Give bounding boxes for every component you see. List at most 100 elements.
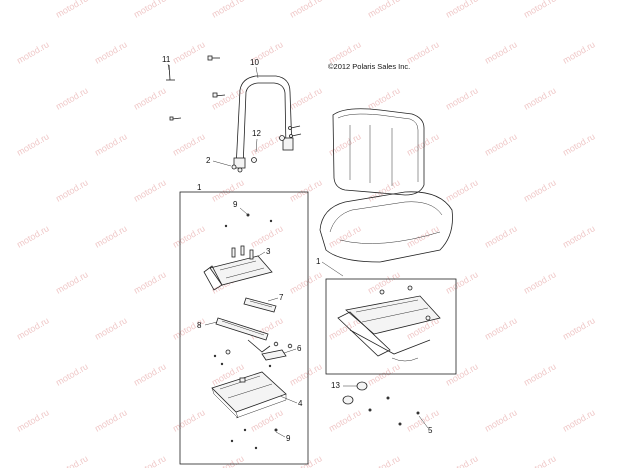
slider-rail-7 xyxy=(243,297,277,313)
watermark-text-1: motod.ru xyxy=(132,0,168,20)
leader-10 xyxy=(255,66,259,79)
leader-9-top xyxy=(239,207,248,215)
watermark-text-8: motod.ru xyxy=(93,39,129,65)
leader-8 xyxy=(204,321,218,326)
callout-5: 5 xyxy=(428,426,433,435)
watermark-text-44: motod.ru xyxy=(561,223,597,249)
watermark-text-68: motod.ru xyxy=(93,407,129,433)
watermark-text-46: motod.ru xyxy=(132,269,168,295)
watermark-text-18: motod.ru xyxy=(288,85,324,111)
watermark-text-61: motod.ru xyxy=(132,361,168,387)
watermark-text-41: motod.ru xyxy=(327,223,363,249)
watermark-text-80: motod.ru xyxy=(444,453,480,468)
watermark-text-48: motod.ru xyxy=(288,269,324,295)
watermark-text-27: motod.ru xyxy=(405,131,441,157)
watermark-text-69: motod.ru xyxy=(171,407,207,433)
watermark-text-16: motod.ru xyxy=(132,85,168,111)
watermark-text-20: motod.ru xyxy=(444,85,480,111)
watermark-text-29: motod.ru xyxy=(561,131,597,157)
watermark-text-26: motod.ru xyxy=(327,131,363,157)
watermark-text-74: motod.ru xyxy=(561,407,597,433)
watermark-text-76: motod.ru xyxy=(132,453,168,468)
bolt-set-11 xyxy=(166,55,226,121)
watermark-text-38: motod.ru xyxy=(93,223,129,249)
frame-bolts xyxy=(288,125,302,138)
watermark-text-65: motod.ru xyxy=(444,361,480,387)
watermark-text-81: motod.ru xyxy=(522,453,558,468)
screws-9-bottom xyxy=(230,428,278,450)
seat-back-cushion xyxy=(332,108,425,196)
callout-1-left: 1 xyxy=(197,183,202,192)
watermark-text-53: motod.ru xyxy=(93,315,129,341)
watermark-text-50: motod.ru xyxy=(444,269,480,295)
watermark-text-9: motod.ru xyxy=(171,39,207,65)
watermark-text-51: motod.ru xyxy=(522,269,558,295)
watermark-text-12: motod.ru xyxy=(405,39,441,65)
small-hardware xyxy=(213,349,272,368)
watermark-text-78: motod.ru xyxy=(288,453,324,468)
watermark-text-22: motod.ru xyxy=(15,131,51,157)
leader-9-bottom xyxy=(275,431,286,438)
watermark-text-34: motod.ru xyxy=(366,177,402,203)
leader-12 xyxy=(255,138,258,153)
watermark-text-52: motod.ru xyxy=(15,315,51,341)
watermark-text-40: motod.ru xyxy=(249,223,285,249)
watermark-text-31: motod.ru xyxy=(132,177,168,203)
watermark-text-15: motod.ru xyxy=(54,85,90,111)
watermark-text-79: motod.ru xyxy=(366,453,402,468)
callout-11: 11 xyxy=(162,55,171,64)
bracket-6 xyxy=(261,341,293,361)
leader-11 xyxy=(167,63,170,71)
bushings-13 xyxy=(342,381,368,405)
watermark-text-67: motod.ru xyxy=(15,407,51,433)
watermark-text-35: motod.ru xyxy=(444,177,480,203)
watermark-text-14: motod.ru xyxy=(561,39,597,65)
watermark-text-36: motod.ru xyxy=(522,177,558,203)
callout-9-bottom: 9 xyxy=(286,434,291,443)
watermark-text-33: motod.ru xyxy=(288,177,324,203)
callout-8: 8 xyxy=(197,321,202,330)
watermark-text-32: motod.ru xyxy=(210,177,246,203)
subassembly-box xyxy=(179,191,309,465)
seat-bottom-cushion xyxy=(319,191,453,263)
callout-3: 3 xyxy=(266,247,271,256)
callout-6: 6 xyxy=(297,344,302,353)
watermark-text-23: motod.ru xyxy=(93,131,129,157)
watermark-text-3: motod.ru xyxy=(288,0,324,20)
leader-6 xyxy=(283,348,297,354)
watermark-text-0: motod.ru xyxy=(54,0,90,20)
watermark-text-59: motod.ru xyxy=(561,315,597,341)
callout-13: 13 xyxy=(331,381,340,390)
leader-1-right xyxy=(321,261,344,277)
copyright-text: ©2012 Polaris Sales Inc. xyxy=(328,62,410,71)
watermark-text-4: motod.ru xyxy=(366,0,402,20)
backrest-frame-10 xyxy=(233,75,294,169)
inset-slider-assembly xyxy=(337,285,441,362)
watermark-text-37: motod.ru xyxy=(15,223,51,249)
nuts-5 xyxy=(368,396,420,426)
watermark-text-2: motod.ru xyxy=(210,0,246,20)
callout-2: 2 xyxy=(206,156,211,165)
watermark-text-75: motod.ru xyxy=(54,453,90,468)
inset-frame-box xyxy=(325,278,457,375)
watermark-text-39: motod.ru xyxy=(171,223,207,249)
callout-12: 12 xyxy=(252,129,261,138)
watermark-text-13: motod.ru xyxy=(483,39,519,65)
watermark-text-21: motod.ru xyxy=(522,85,558,111)
leader-7 xyxy=(267,297,279,302)
leader-5 xyxy=(418,415,429,429)
slider-rail-8 xyxy=(215,317,271,353)
watermark-text-43: motod.ru xyxy=(483,223,519,249)
watermark-text-71: motod.ru xyxy=(327,407,363,433)
watermark-text-63: motod.ru xyxy=(288,361,324,387)
callout-1-right: 1 xyxy=(316,257,321,266)
callout-4: 4 xyxy=(298,399,303,408)
watermark-text-6: motod.ru xyxy=(522,0,558,20)
screws-9-top xyxy=(224,213,273,228)
watermark-text-66: motod.ru xyxy=(522,361,558,387)
leader-4 xyxy=(279,395,298,404)
watermark-text-45: motod.ru xyxy=(54,269,90,295)
callout-9-top: 9 xyxy=(233,200,238,209)
